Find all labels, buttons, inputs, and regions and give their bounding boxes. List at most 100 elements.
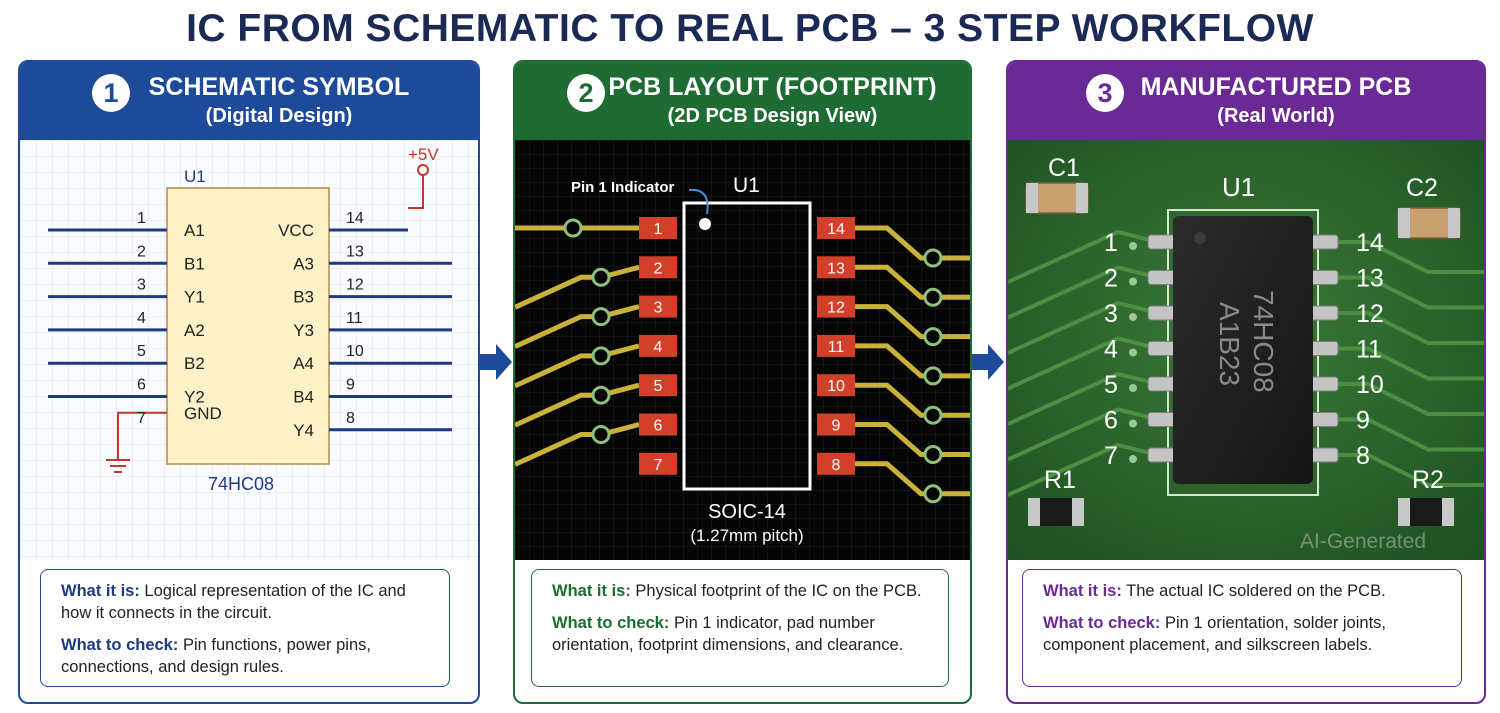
- pin-number: 4: [137, 310, 146, 327]
- smd-pad: [639, 295, 677, 318]
- pin-label: 6: [1104, 407, 1118, 435]
- via: [923, 248, 943, 268]
- board-trace: [1328, 346, 1484, 381]
- board-trace: [1008, 265, 1159, 320]
- pin-name: A1: [184, 221, 205, 240]
- via: [591, 425, 611, 444]
- via: [591, 346, 611, 366]
- panel-subtitle: (Digital Design): [205, 105, 353, 127]
- pad-number: 11: [828, 339, 845, 356]
- pad-number: 13: [827, 260, 845, 277]
- pin-number: 12: [346, 277, 364, 294]
- pad-number: 1: [654, 221, 663, 238]
- chip-lead: [1309, 447, 1339, 463]
- via: [923, 287, 943, 307]
- pin1-indicator-label: Pin 1 Indicator: [571, 179, 675, 196]
- pin-label: 2: [1104, 265, 1118, 293]
- pad-number: 4: [654, 339, 663, 356]
- check-label: What to check:: [1043, 614, 1161, 632]
- copper-trace: [515, 304, 640, 349]
- pin-name: A3: [293, 254, 314, 273]
- what-text: Physical footprint of the IC on the PCB.: [635, 582, 922, 600]
- pad-number: 7: [654, 457, 663, 474]
- via: [1129, 348, 1137, 357]
- step-number: 1: [92, 74, 130, 112]
- check-label: What to check:: [61, 636, 179, 654]
- pin-label: 10: [1356, 371, 1384, 399]
- pin-number: 2: [137, 243, 146, 260]
- board-trace: [1328, 382, 1484, 416]
- step-number: 2: [567, 74, 605, 112]
- pin-name: GND: [184, 404, 222, 423]
- board-trace: [1008, 371, 1159, 426]
- chip-lead: [1309, 376, 1339, 392]
- chip-lead: [1309, 341, 1339, 356]
- pin-name: B1: [184, 254, 205, 273]
- what-text: Logical representation of the IC and how…: [61, 582, 406, 622]
- pad-number: 3: [654, 300, 663, 317]
- via: [923, 484, 943, 504]
- pin-number: 9: [346, 377, 355, 394]
- smd-pad: [639, 413, 677, 436]
- part-number: 74HC08: [208, 474, 274, 494]
- panel-title: SCHEMATIC SYMBOL: [148, 73, 410, 101]
- chip-lead: [1309, 412, 1339, 427]
- pin-label: 1: [1104, 229, 1118, 257]
- check-label: What to check:: [552, 614, 670, 632]
- what-label: What it is:: [1043, 582, 1122, 600]
- panel-subtitle: (Real World): [1217, 105, 1335, 127]
- board-trace: [1008, 442, 1159, 497]
- chip-pin1-dimple: [1194, 232, 1206, 244]
- pin-label: 8: [1356, 442, 1370, 470]
- label-r1: R1: [1044, 466, 1076, 494]
- via: [923, 327, 943, 347]
- info-box: What it is: Physical footprint of the IC…: [531, 569, 949, 687]
- panel-header: 2 PCB LAYOUT (FOOTPRINT) (2D PCB Design …: [515, 62, 970, 140]
- pad-number: 9: [832, 418, 841, 435]
- pin-name: Y3: [293, 321, 314, 340]
- label-c2: C2: [1406, 174, 1438, 202]
- panel-subtitle: (2D PCB Design View): [667, 105, 878, 127]
- pin-name: B3: [293, 288, 314, 307]
- panel-manufactured: 3 MANUFACTURED PCB (Real World) 74HC08 A…: [1006, 60, 1486, 704]
- smd-pad: [639, 374, 677, 397]
- pin-name: Y2: [184, 388, 205, 407]
- ground-symbol: [106, 440, 130, 473]
- smd-pad: [639, 217, 677, 239]
- pin-number: 1: [137, 210, 146, 227]
- smd-pad: [639, 256, 677, 279]
- copper-trace: [515, 343, 640, 389]
- board-trace: [1008, 300, 1159, 355]
- label-c1: C1: [1048, 154, 1080, 182]
- board-trace: [1328, 417, 1484, 452]
- copper-trace: [855, 382, 970, 418]
- silkscreen-outline: [682, 201, 812, 491]
- check-text: Pin functions, power pins, connections, …: [61, 636, 371, 676]
- pad-number: 5: [654, 378, 663, 395]
- pad-number: 2: [654, 260, 663, 277]
- copper-trace: [855, 225, 970, 261]
- package-pitch: (1.27mm pitch): [690, 526, 803, 545]
- board-trace: [1328, 275, 1484, 310]
- via: [923, 405, 943, 425]
- ref-designator: U1: [733, 174, 760, 197]
- check-text: Pin 1 orientation, solder joints, compon…: [1043, 614, 1386, 654]
- pin-number: 14: [346, 210, 364, 227]
- panel-schematic: 1 SCHEMATIC SYMBOL (Digital Design) U1 7…: [18, 60, 480, 704]
- ic-symbol-body: [166, 187, 330, 465]
- pin-name: VCC: [278, 221, 314, 240]
- copper-trace: [515, 382, 640, 428]
- pin-label: 4: [1104, 336, 1118, 364]
- ic-chip: [1173, 216, 1313, 484]
- label-r2: R2: [1412, 466, 1444, 494]
- via: [923, 445, 943, 464]
- pin-label: 14: [1356, 229, 1384, 257]
- what-to-check: What to check: Pin 1 orientation, solder…: [1043, 612, 1441, 656]
- pin-number: 7: [137, 410, 146, 427]
- chip-lead: [1309, 305, 1339, 321]
- panel-title: MANUFACTURED PCB: [1140, 73, 1412, 101]
- via: [1129, 384, 1137, 392]
